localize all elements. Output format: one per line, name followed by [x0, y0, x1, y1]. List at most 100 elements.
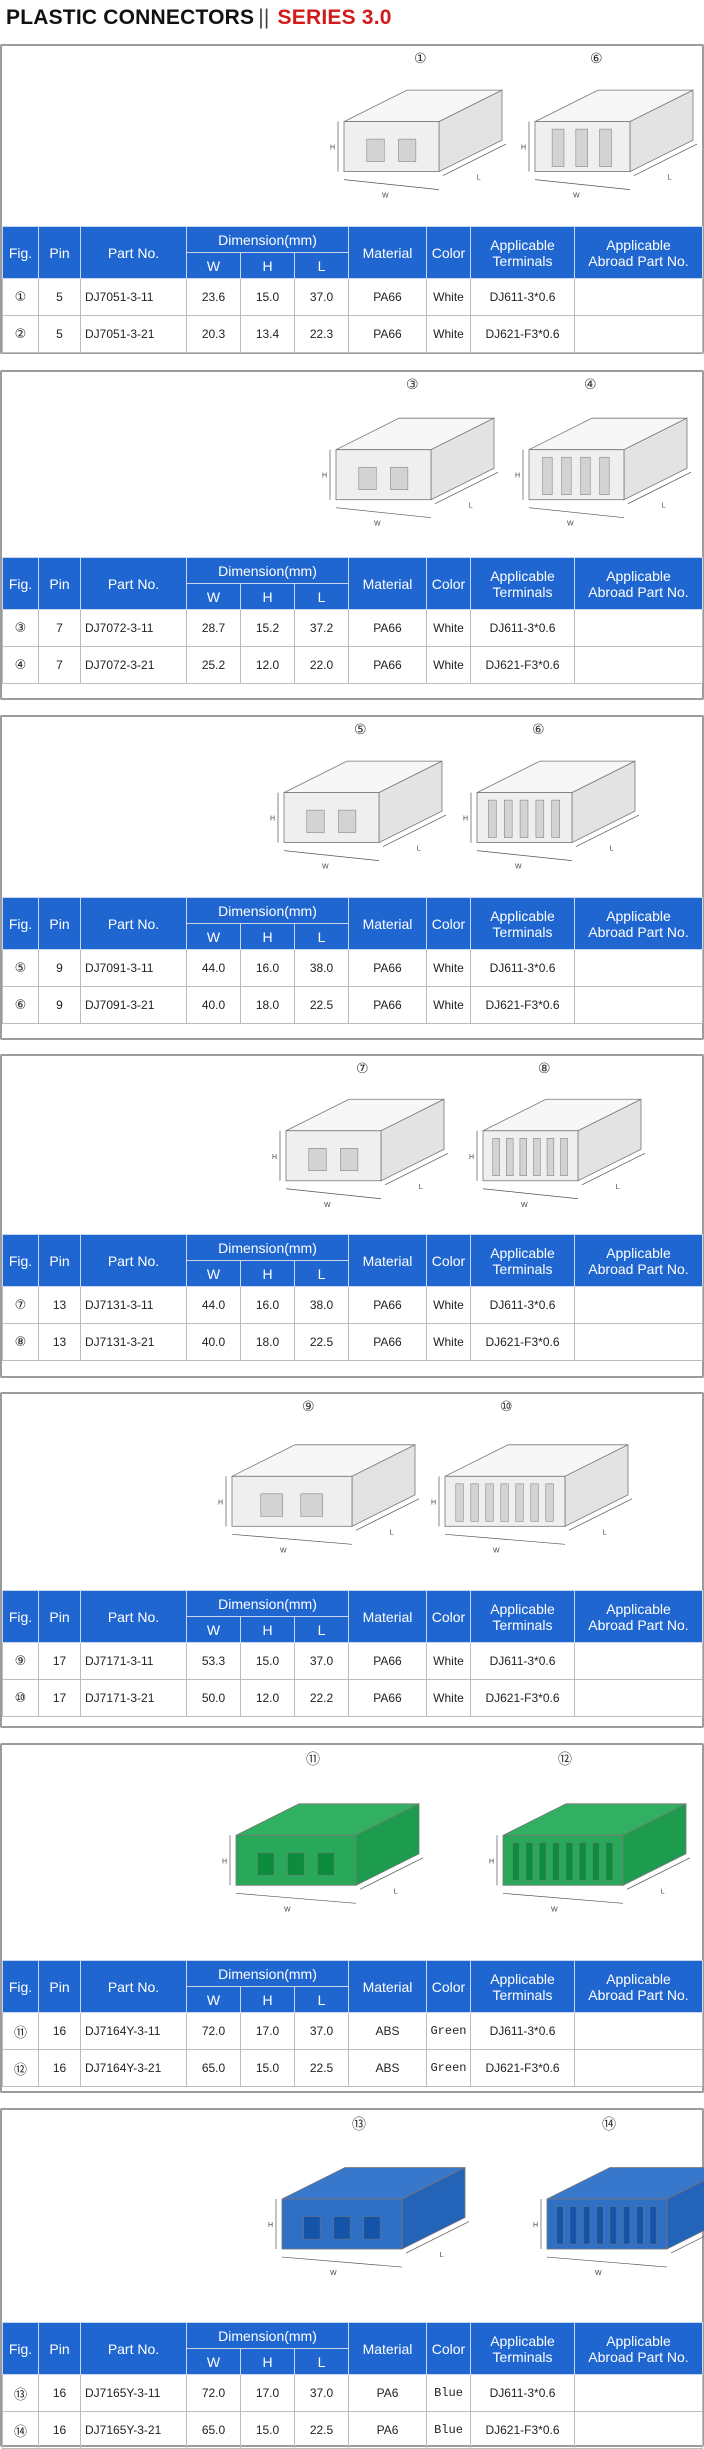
- cell-color: White: [426, 609, 471, 647]
- cell-terminals: DJ621-F3*0.6: [470, 646, 575, 684]
- figure-number: ⑧: [538, 1060, 551, 1076]
- section-frame: [0, 1392, 704, 1728]
- dim-h-label: H: [515, 473, 520, 480]
- dim-l-label: L: [616, 1184, 620, 1191]
- col-l: L: [294, 1616, 349, 1643]
- figure-number: ⑪: [306, 1751, 320, 1767]
- cell-l: 37.0: [294, 1642, 349, 1680]
- col-w: W: [186, 583, 241, 610]
- col-pin: Pin: [38, 1960, 81, 2013]
- cell-l: 37.0: [294, 2374, 349, 2412]
- cell-abroad: [574, 278, 703, 316]
- dim-w-label: W: [280, 1547, 287, 1554]
- cell-fig: ②: [2, 315, 39, 353]
- col-dimension: Dimension(mm): [186, 1960, 349, 1987]
- connector-drawing-socket: HWL: [330, 89, 507, 200]
- cell-color: White: [426, 1679, 471, 1717]
- col-part-no: Part No.: [80, 226, 187, 279]
- dim-w-label: W: [521, 1202, 528, 1209]
- connector-drawing-housing: HWL: [463, 760, 640, 871]
- cell-w: 53.3: [186, 1642, 241, 1680]
- page-title: PLASTIC CONNECTORS: [6, 6, 255, 29]
- cell-h: 12.0: [240, 646, 295, 684]
- col-part-no: Part No.: [80, 1590, 187, 1643]
- connector-drawing-housing: HWL: [431, 1444, 633, 1554]
- cell-material: ABS: [348, 2049, 427, 2087]
- col-fig: Fig.: [2, 226, 39, 279]
- cell-w: 40.0: [186, 1323, 241, 1361]
- cell-l: 22.5: [294, 1323, 349, 1361]
- col-dimension: Dimension(mm): [186, 2322, 349, 2349]
- cell-abroad: [574, 986, 703, 1024]
- dim-w-label: W: [322, 864, 329, 871]
- dim-h-label: H: [322, 473, 327, 480]
- col-fig: Fig.: [2, 2322, 39, 2375]
- cell-material: ABS: [348, 2012, 427, 2050]
- col-material: Material: [348, 897, 427, 950]
- cell-fig: ⑧: [2, 1323, 39, 1361]
- dim-w-label: W: [567, 521, 574, 528]
- col-color: Color: [426, 2322, 471, 2375]
- dim-h-label: H: [222, 1858, 227, 1865]
- col-color: Color: [426, 1590, 471, 1643]
- dim-l-label: L: [394, 1888, 398, 1895]
- cell-terminals: DJ621-F3*0.6: [470, 1679, 575, 1717]
- col-part-no: Part No.: [80, 557, 187, 610]
- col-h: H: [240, 2348, 295, 2375]
- cell-h: 12.0: [240, 1679, 295, 1717]
- cell-color: Green: [426, 2049, 471, 2087]
- figure-number: ⑥: [532, 721, 545, 737]
- cell-terminals: DJ611-3*0.6: [470, 278, 575, 316]
- col-fig: Fig.: [2, 1960, 39, 2013]
- col-h: H: [240, 583, 295, 610]
- col-h: H: [240, 1260, 295, 1287]
- figure-number: ①: [414, 50, 427, 66]
- cell-part-no: DJ7091-3-21: [80, 986, 187, 1024]
- col-material: Material: [348, 1960, 427, 2013]
- cell-fig: ⑫: [2, 2049, 39, 2087]
- cell-part-no: DJ7171-3-11: [80, 1642, 187, 1680]
- cell-terminals: DJ611-3*0.6: [470, 949, 575, 987]
- cell-l: 22.5: [294, 986, 349, 1024]
- dim-l-label: L: [662, 503, 666, 510]
- title-separator: ||: [258, 6, 270, 29]
- cell-l: 38.0: [294, 1286, 349, 1324]
- cell-material: PA66: [348, 1642, 427, 1680]
- cell-abroad: [574, 2012, 703, 2050]
- cell-color: White: [426, 1323, 471, 1361]
- figure-number: ⑨: [302, 1398, 315, 1414]
- col-l: L: [294, 1986, 349, 2013]
- dim-w-label: W: [595, 2270, 602, 2277]
- col-part-no: Part No.: [80, 1960, 187, 2013]
- dim-l-label: L: [417, 846, 421, 853]
- dim-h-label: H: [533, 2222, 538, 2229]
- figure-number: ⑥: [590, 50, 603, 66]
- cell-fig: ①: [2, 278, 39, 316]
- col-material: Material: [348, 226, 427, 279]
- dim-l-label: L: [440, 2252, 444, 2259]
- cell-l: 37.0: [294, 278, 349, 316]
- cell-abroad: [574, 949, 703, 987]
- cell-fig: ⑥: [2, 986, 39, 1024]
- cell-abroad: [574, 1323, 703, 1361]
- connector-drawing-socket: HWL: [268, 2166, 470, 2277]
